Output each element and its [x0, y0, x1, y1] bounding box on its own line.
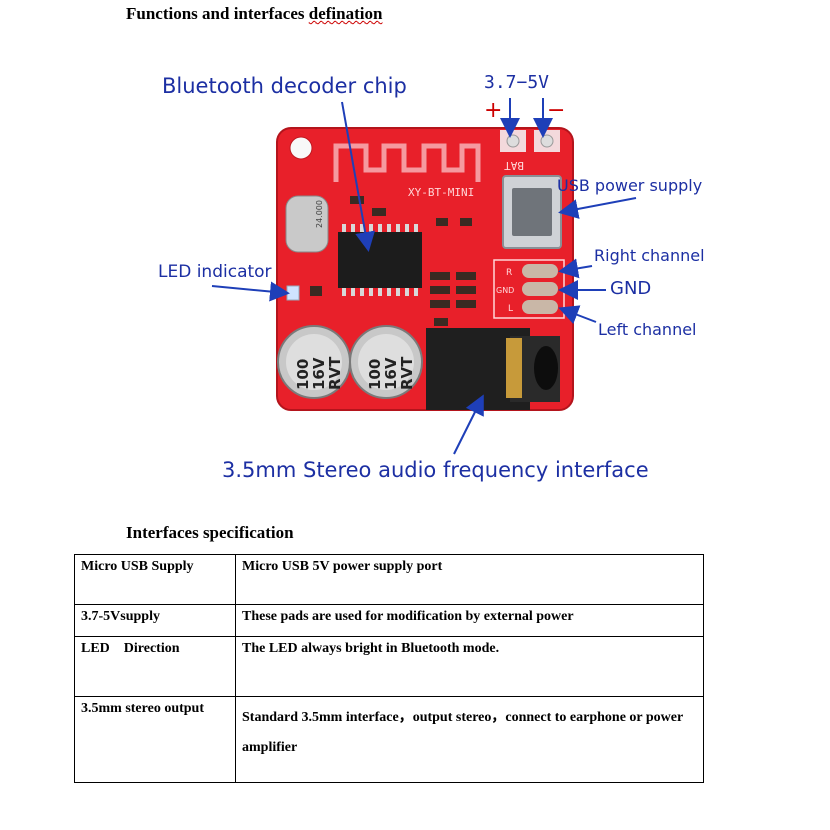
silkscreen-model: XY-BT-MINI [408, 186, 474, 199]
right-channel-callout: Right channel [594, 246, 705, 265]
functions-heading: Functions and interfaces defination [126, 4, 383, 23]
spec-table: Micro USB Supply Micro USB 5V power supp… [74, 554, 704, 783]
row-name: 3.7-5Vsupply [74, 604, 236, 637]
row-desc: These pads are used for modification by … [235, 604, 704, 637]
row-name: 3.5mm stereo output [74, 696, 236, 783]
svg-text:L: L [508, 304, 513, 314]
misspelled-word: defination [308, 4, 383, 23]
crystal [285, 195, 329, 253]
table-row: Micro USB Supply Micro USB 5V power supp… [74, 554, 704, 605]
silkscreen-bat: BAT [504, 159, 524, 172]
chip-arrow [341, 101, 376, 252]
row-desc: Micro USB 5V power supply port [235, 554, 704, 605]
table-row: 3.7-5Vsupply These pads are used for mod… [74, 604, 704, 637]
led [286, 285, 300, 301]
right-pad [522, 264, 558, 278]
jack-callout: 3.5mm Stereo audio frequency interface [222, 458, 649, 482]
antenna-trace [333, 143, 481, 182]
row-name: LED Direction [74, 636, 236, 697]
left-channel-callout: Left channel [598, 320, 697, 339]
right-arrow [558, 258, 593, 279]
chip-callout: Bluetooth decoder chip [162, 74, 407, 98]
led-callout: LED indicator [158, 262, 272, 282]
led-arrow [211, 281, 290, 302]
minus-sign: − [547, 98, 566, 123]
row-desc: Standard 3.5mm interface，output stereo，c… [235, 696, 704, 783]
usb-arrow [558, 197, 637, 219]
row-name: Micro USB Supply [74, 554, 236, 605]
voltage-callout: 3.7−5V [484, 72, 550, 93]
gnd-callout: GND [610, 278, 652, 299]
svg-text:R: R [506, 268, 512, 278]
bluetooth-module-illustration: XY-BT-MINI BAT 24.000 R [211, 98, 637, 455]
spec-heading: Interfaces specification [126, 523, 294, 542]
svg-text:10016VRVT: 10016VRVT [294, 356, 344, 390]
mount-hole [289, 136, 313, 160]
row-desc: The LED always bright in Bluetooth mode. [235, 636, 704, 697]
jack-arrow [453, 394, 484, 455]
left-pad [522, 300, 558, 314]
usb-callout: USB power supply [557, 176, 703, 195]
table-row: LED Direction The LED always bright in B… [74, 636, 704, 697]
plus-sign: + [484, 98, 503, 123]
left-arrow [558, 305, 597, 325]
decoder-chip [338, 232, 422, 288]
table-row: 3.5mm stereo output Standard 3.5mm inter… [74, 696, 704, 783]
crystal-label: 24.000 [315, 200, 324, 228]
svg-text:GND: GND [496, 286, 514, 295]
gnd-pad [522, 282, 558, 296]
svg-text:10016VRVT: 10016VRVT [366, 356, 416, 390]
module-figure: XY-BT-MINI BAT 24.000 R [158, 72, 705, 482]
